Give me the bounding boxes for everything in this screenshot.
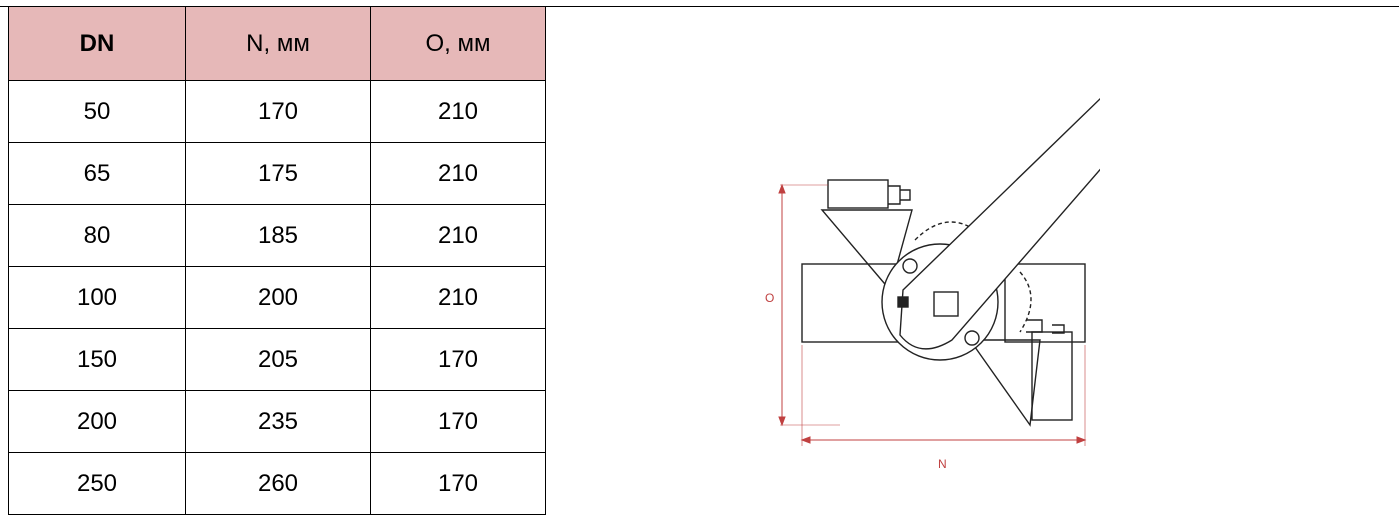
cell-o: 210	[370, 266, 546, 329]
page-top-rule	[0, 6, 1399, 7]
dimension-label-n: N	[938, 457, 947, 471]
cell-n: 205	[185, 328, 371, 391]
cell-dn: 150	[8, 328, 186, 391]
table-header-row: DN N, мм O, мм	[8, 6, 546, 81]
valve-drawing: O N	[765, 97, 1100, 471]
cell-dn: 65	[8, 142, 186, 205]
cell-o: 210	[370, 80, 546, 143]
header-dn: DN	[8, 6, 186, 81]
cell-dn: 80	[8, 204, 186, 267]
cell-n: 185	[185, 204, 371, 267]
cell-o: 170	[370, 328, 546, 391]
gear-teeth-top	[914, 221, 976, 241]
pipe-body-right	[1004, 263, 1086, 343]
bolt-hole-upper	[902, 258, 918, 274]
header-o: O, мм	[370, 6, 546, 81]
figure-divider	[545, 6, 546, 501]
cell-n: 200	[185, 266, 371, 329]
cell-n: 235	[185, 390, 371, 453]
funnel-upper	[820, 209, 913, 292]
gear-teeth-right	[1019, 271, 1032, 333]
actuator-plug-top	[888, 185, 911, 205]
cell-dn: 200	[8, 390, 186, 453]
cell-o: 170	[370, 390, 546, 453]
cell-o: 210	[370, 204, 546, 267]
cell-o: 170	[370, 452, 546, 515]
bolt-hole-lower	[964, 330, 980, 346]
arrowheads-n	[800, 436, 1087, 444]
cell-n: 170	[185, 80, 371, 143]
actuator-plug-bottom	[1026, 319, 1065, 334]
arrowheads-o	[778, 183, 786, 427]
cell-o: 210	[370, 142, 546, 205]
header-n: N, мм	[185, 6, 371, 81]
cell-dn: 100	[8, 266, 186, 329]
dimension-label-o: O	[765, 291, 774, 305]
actuator-box-top	[827, 179, 889, 209]
cell-n: 260	[185, 452, 371, 515]
cell-dn: 250	[8, 452, 186, 515]
cell-n: 175	[185, 142, 371, 205]
handle-lever	[899, 97, 1100, 350]
square-drive	[933, 291, 959, 317]
cell-dn: 50	[8, 80, 186, 143]
set-screw	[897, 296, 909, 308]
actuator-box-bottom	[1031, 331, 1073, 421]
funnel-lower	[968, 339, 1041, 427]
